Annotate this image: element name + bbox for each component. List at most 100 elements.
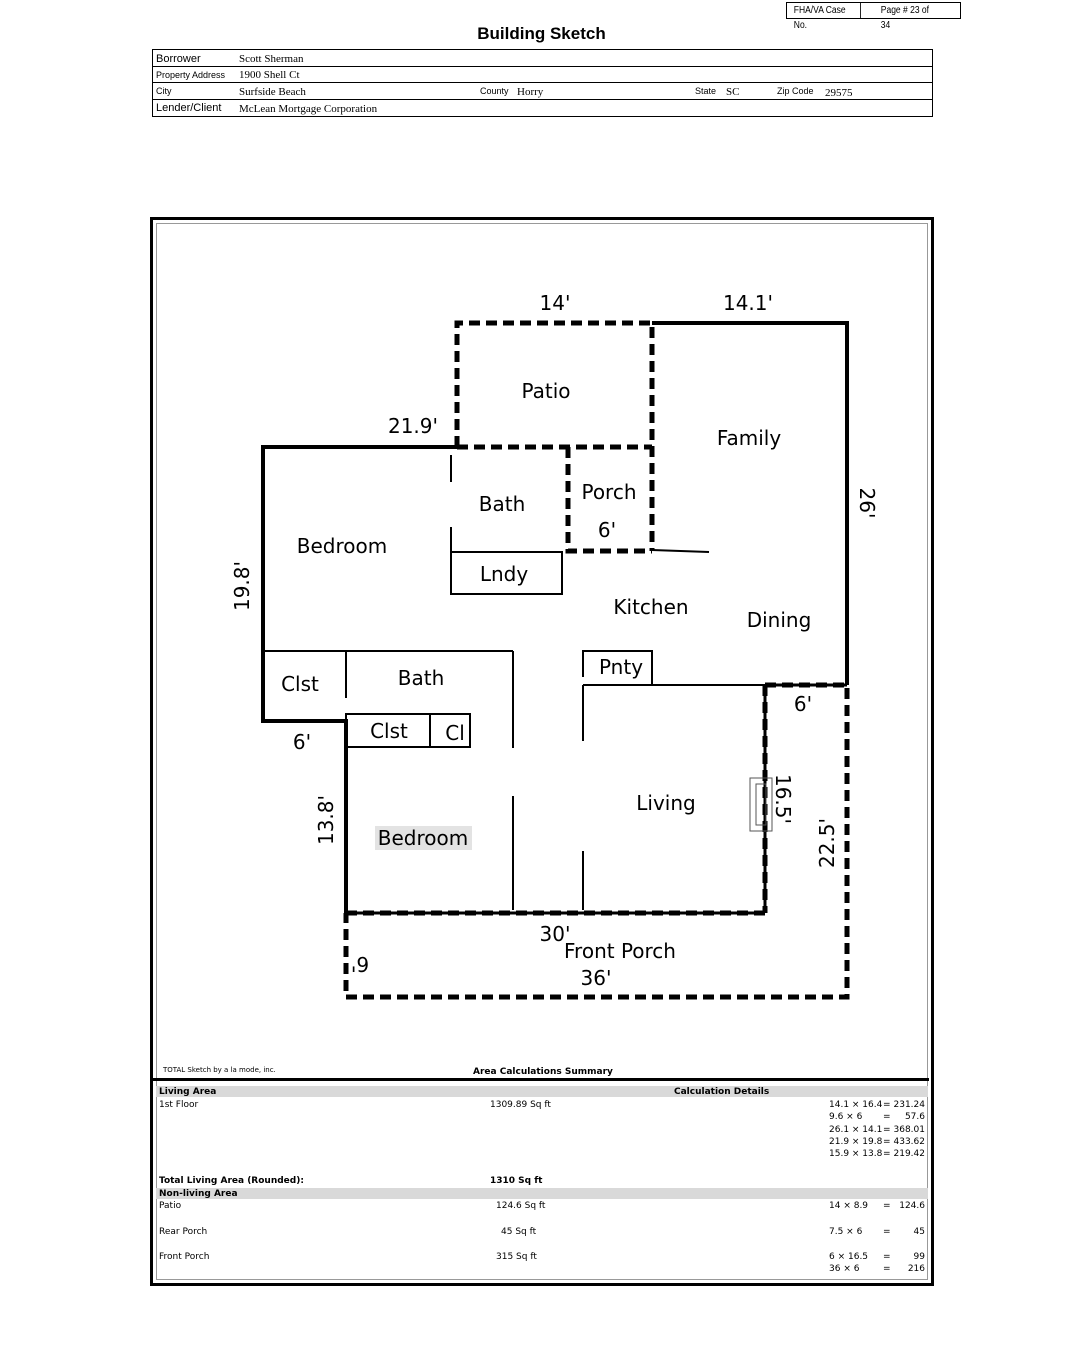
patio-boundary — [454, 320, 655, 551]
calc-row: 14.1 × 16.4 = 231.24 — [829, 1100, 925, 1110]
non-living-name: Front Porch — [159, 1252, 210, 1262]
state-value: SC — [726, 86, 740, 98]
city-value: Surfside Beach — [239, 86, 306, 98]
room-label-pantry: Pnty — [599, 655, 643, 679]
calc-equals: = — [883, 1137, 891, 1147]
calc-row: 7.5 × 6 = 45 — [829, 1227, 925, 1237]
laundry-wall — [450, 551, 563, 595]
borrower-label: Borrower — [156, 53, 201, 65]
living-area-label: Living Area — [159, 1087, 217, 1097]
room-label-laundry: Lndy — [480, 562, 529, 586]
room-label-closet-small: Cl — [445, 721, 465, 745]
dimension-label: 21.9' — [388, 414, 438, 438]
total-living-area-label: Total Living Area (Rounded): — [159, 1176, 304, 1186]
non-living-value: 124.6 Sq ft — [496, 1201, 546, 1211]
fireplace-symbol — [755, 783, 767, 826]
dimension-label: 6' — [598, 518, 616, 542]
calc-expression: 9.6 × 6 — [829, 1112, 863, 1122]
case-number-box: FHA/VA Case No. Page # 23 of 34 — [786, 2, 961, 31]
room-label-dining: Dining — [747, 608, 812, 632]
lender-value: McLean Mortgage Corporation — [239, 103, 378, 115]
bedroom-highlight — [375, 826, 472, 850]
page-title: Building Sketch — [477, 24, 606, 43]
city-label: City — [156, 86, 172, 96]
calc-result: 57.6 — [904, 1112, 925, 1122]
fireplace-symbol — [749, 777, 773, 832]
dimension-label: 16.5' — [771, 774, 795, 824]
room-label-bath: Bath — [479, 492, 526, 516]
exterior-wall — [261, 445, 457, 913]
dimension-label: 14' — [540, 291, 571, 315]
calc-result: 45 — [913, 1227, 925, 1237]
county-value: Horry — [517, 86, 544, 98]
room-label-closet: Clst — [370, 719, 408, 743]
non-living-value: 315 Sq ft — [496, 1252, 537, 1262]
calc-details-label: Calculation Details — [674, 1087, 770, 1097]
calc-row: 6 × 16.5 = 99 — [829, 1252, 925, 1262]
calc-row: 36 × 6 = 216 — [829, 1264, 925, 1274]
calc-equals: = — [883, 1264, 891, 1274]
software-credit: TOTAL Sketch by a la mode, inc. — [163, 1066, 276, 1074]
interior-wall — [651, 549, 710, 553]
borrower-value: Scott Sherman — [239, 53, 304, 65]
address-label: Property Address — [156, 70, 226, 80]
room-label-closet: Clst — [281, 672, 319, 696]
room-label-porch: Porch — [581, 480, 636, 504]
exterior-wall — [652, 321, 849, 685]
front-porch-boundary — [343, 682, 850, 1000]
first-floor-label: 1st Floor — [159, 1100, 199, 1110]
calc-expression: 36 × 6 — [829, 1264, 860, 1274]
porch-boundary — [565, 447, 652, 554]
calc-result: 368.01 — [893, 1125, 926, 1135]
calc-equals: = — [883, 1112, 891, 1122]
city-row: City Surfside Beach County Horry State S… — [153, 83, 932, 100]
calc-expression: 7.5 × 6 — [829, 1227, 863, 1237]
calc-equals: = — [883, 1125, 891, 1135]
calc-result: 124.6 — [899, 1201, 925, 1211]
calc-expression: 14.1 × 16.4 — [829, 1100, 883, 1110]
dimension-label: 6' — [293, 730, 311, 754]
calc-result: 99 — [913, 1252, 925, 1262]
calc-expression: 21.9 × 19.8 — [829, 1137, 883, 1147]
room-label-bath: Bath — [398, 666, 445, 690]
dimension-label: 30' — [540, 922, 571, 946]
area-summary-title: Area Calculations Summary — [473, 1067, 613, 1077]
dimension-label: 13.8' — [314, 795, 338, 845]
dimension-label: 6' — [794, 692, 812, 716]
pantry-wall — [582, 650, 653, 685]
calc-row: 15.9 × 13.8 = 219.42 — [829, 1149, 925, 1159]
non-living-name: Patio — [159, 1201, 182, 1211]
dimension-label: 36' — [581, 966, 612, 990]
lender-row: Lender/Client McLean Mortgage Corporatio… — [153, 100, 932, 116]
calc-expression: 26.1 × 14.1 — [829, 1125, 883, 1135]
calc-row: 26.1 × 14.1 = 368.01 — [829, 1125, 925, 1135]
property-info-table: Borrower Scott Sherman Property Address … — [152, 49, 933, 117]
calc-row: 21.9 × 19.8 = 433.62 — [829, 1137, 925, 1147]
room-label-front-porch: Front Porch — [564, 939, 676, 963]
room-label-kitchen: Kitchen — [613, 595, 688, 619]
calc-result: 433.62 — [893, 1137, 926, 1147]
calc-equals: = — [883, 1100, 891, 1110]
calc-result: 219.42 — [893, 1149, 926, 1159]
address-value: 1900 Shell Ct — [239, 69, 300, 81]
calc-expression: 15.9 × 13.8 — [829, 1149, 883, 1159]
borrower-row: Borrower Scott Sherman — [153, 50, 932, 67]
calc-result: 231.24 — [893, 1100, 926, 1110]
state-label: State — [695, 86, 717, 96]
calc-equals: = — [883, 1149, 891, 1159]
zip-value: 29575 — [825, 87, 853, 99]
county-label: County — [480, 86, 509, 96]
calc-row: 14 × 8.9 = 124.6 — [829, 1201, 925, 1211]
zip-label: Zip Code — [777, 86, 814, 96]
room-label-family: Family — [717, 426, 782, 450]
address-row: Property Address 1900 Shell Ct — [153, 67, 932, 83]
living-area-header — [156, 1086, 928, 1097]
non-living-name: Rear Porch — [159, 1227, 208, 1237]
total-living-area-value: 1310 Sq ft — [490, 1176, 543, 1186]
calc-result: 216 — [907, 1264, 925, 1274]
room-label-patio: Patio — [521, 379, 570, 403]
calc-equals: = — [883, 1227, 891, 1237]
calc-equals: = — [883, 1201, 891, 1211]
non-living-area-header — [156, 1188, 928, 1199]
